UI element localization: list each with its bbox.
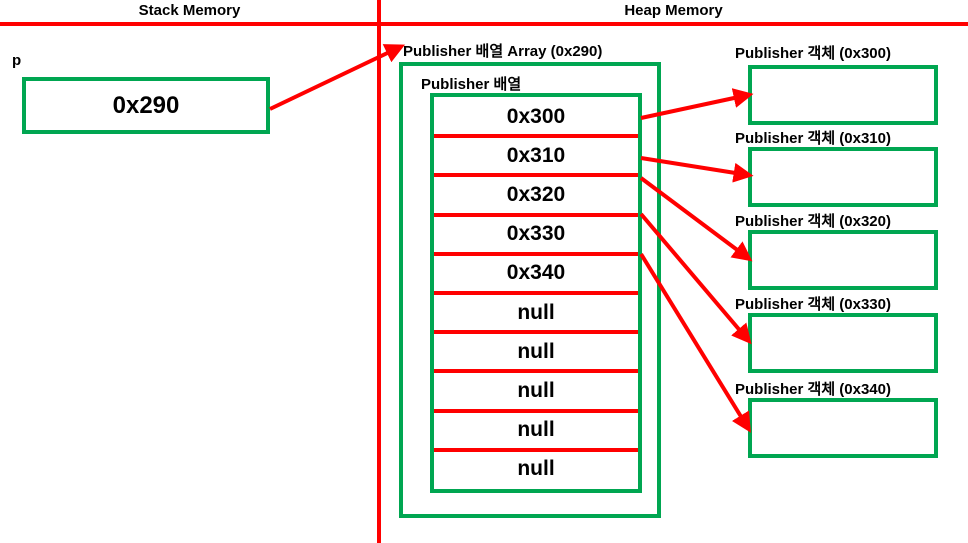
array-cell: null xyxy=(434,369,638,410)
array-cell: null xyxy=(434,408,638,450)
horizontal-divider-line xyxy=(0,22,968,26)
array-cell: 0x300 xyxy=(506,104,566,128)
array-cell: 0x330 xyxy=(434,212,638,254)
publisher-object-box xyxy=(748,147,938,207)
stack-variable-label: p xyxy=(12,52,22,69)
array-cell: 0x320 xyxy=(434,173,638,214)
array-cell: null xyxy=(434,330,638,371)
publisher-object-label: Publisher 객체 (0x300) xyxy=(735,45,891,62)
array-label: Publisher 배열 xyxy=(421,76,522,93)
stack-heap-divider-line xyxy=(377,0,381,543)
array-cell: null xyxy=(434,291,638,332)
publisher-object-label: Publisher 객체 (0x320) xyxy=(735,213,891,230)
publisher-object-box xyxy=(748,65,938,125)
stack-variable-value: 0x290 xyxy=(112,91,180,119)
stack-variable-box: 0x290 xyxy=(22,77,270,134)
publisher-object-label: Publisher 객체 (0x310) xyxy=(735,130,891,147)
publisher-object-box xyxy=(748,230,938,290)
array-cell: 0x340 xyxy=(434,251,638,293)
heap-memory-title: Heap Memory xyxy=(624,2,723,19)
publisher-object-box xyxy=(748,398,938,458)
stack-memory-title: Stack Memory xyxy=(138,2,241,19)
publisher-object-label: Publisher 객체 (0x340) xyxy=(735,381,891,398)
array-container-label: Publisher 배열 Array (0x290) xyxy=(403,43,603,60)
publisher-object-box xyxy=(748,313,938,373)
publisher-object-label: Publisher 객체 (0x330) xyxy=(735,296,891,313)
array-cell: null xyxy=(434,447,638,489)
array-cell: 0x310 xyxy=(434,134,638,175)
publisher-array-cells: 0x300 0x310 0x320 0x330 0x340 null null … xyxy=(430,93,642,493)
